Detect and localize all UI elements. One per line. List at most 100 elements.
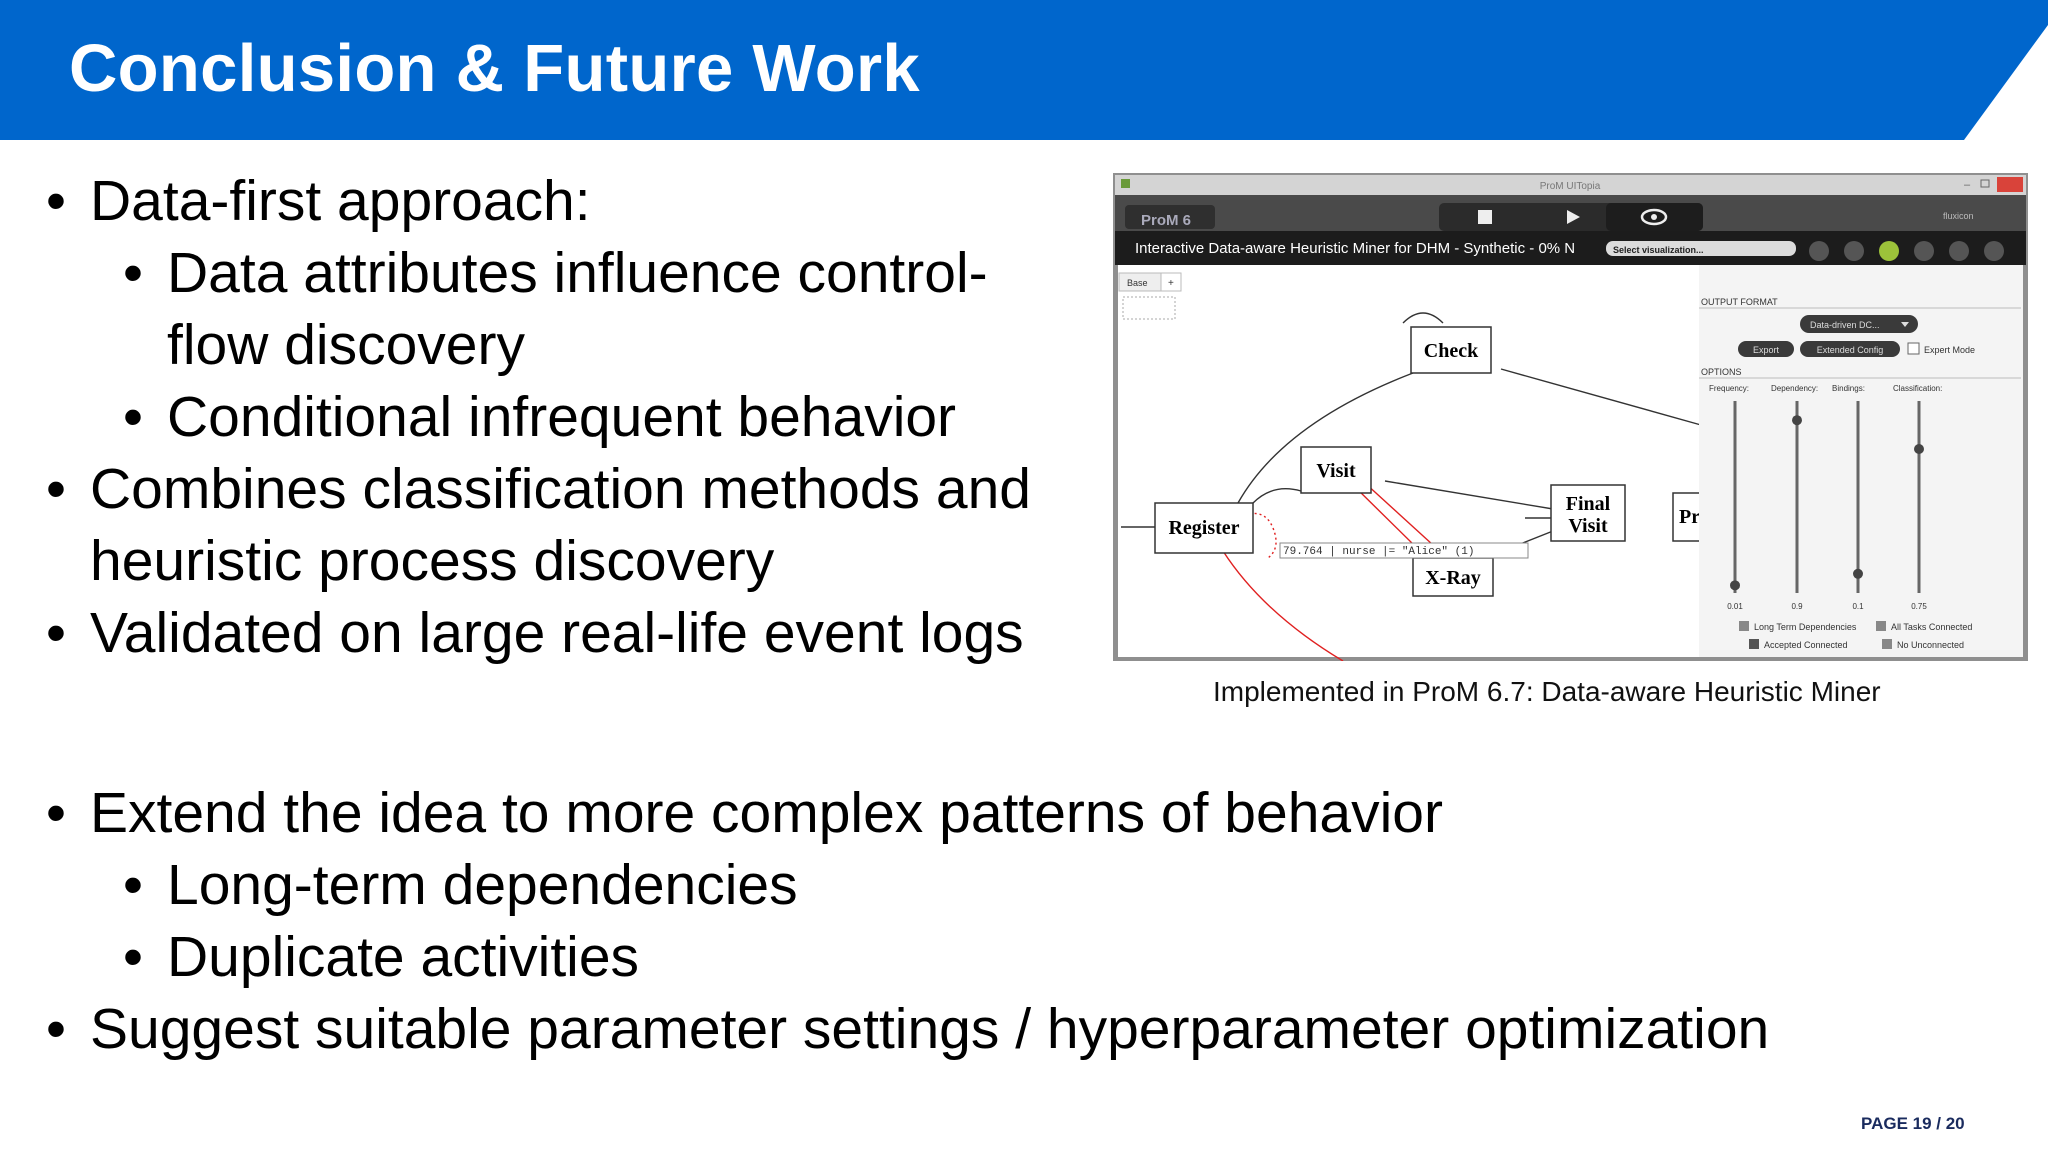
bullet-glyph: • — [123, 241, 143, 305]
grid-icon[interactable] — [1984, 241, 2004, 261]
slider-label: Frequency: — [1709, 384, 1749, 393]
fluxicon-logo: fluxicon — [1943, 211, 1974, 221]
base-tab-label: Base — [1127, 278, 1148, 288]
eye-icon[interactable] — [1640, 208, 1668, 226]
graph-edges-red — [1222, 482, 1434, 662]
edge-check-out — [1500, 368, 1702, 426]
expert-mode-label: Expert Mode — [1924, 345, 1975, 355]
slider-value: 0.01 — [1727, 602, 1743, 611]
window-title: ProM UITopia — [1540, 181, 1601, 192]
refresh-icon[interactable] — [1809, 241, 1829, 261]
all-tasks-checkbox[interactable] — [1876, 621, 1886, 631]
bullet-text: Data attributes influence control- — [167, 241, 988, 305]
bullet-text: heuristic process discovery — [90, 529, 775, 593]
maximize-icon[interactable] — [1980, 179, 1990, 188]
drop-icon[interactable] — [1844, 241, 1864, 261]
guard-box — [1279, 542, 1529, 559]
node-check[interactable] — [1410, 326, 1492, 374]
accepted-checkbox[interactable] — [1749, 639, 1759, 649]
options-heading: OPTIONS — [1701, 367, 1742, 377]
subbullet-duplicate: • Duplicate activities — [123, 921, 640, 993]
edge-visit-final — [1384, 480, 1554, 510]
node-xray-label: X-Ray — [1425, 567, 1481, 589]
slider-knob[interactable] — [1730, 580, 1740, 591]
long-term-checkbox[interactable] — [1739, 621, 1749, 631]
slider-knob[interactable] — [1853, 568, 1863, 579]
export-button[interactable] — [1738, 341, 1794, 357]
guard-label: 79.764 | nurse |= "Alice" (1) — [1283, 546, 1474, 558]
tab-caption-bar — [1115, 231, 2026, 265]
node-final-visit[interactable] — [1550, 484, 1626, 542]
node-check-label: Check — [1424, 340, 1479, 362]
all-tasks-label: All Tasks Connected — [1891, 622, 1972, 632]
accepted-label: Accepted Connected — [1764, 640, 1848, 650]
figure-caption: Implemented in ProM 6.7: Data-aware Heur… — [1213, 676, 1881, 707]
slider-knob[interactable] — [1792, 415, 1802, 426]
slider-label: Dependency: — [1771, 384, 1818, 393]
bullet-validated: • Validated on large real-life event log… — [46, 597, 1024, 669]
add-tab-button[interactable] — [1160, 272, 1182, 292]
node-register[interactable] — [1154, 502, 1254, 554]
slider-value: 0.75 — [1911, 602, 1927, 611]
graph-edges — [1121, 312, 1702, 567]
export-button-label: Export — [1753, 345, 1780, 355]
close-icon[interactable] — [1997, 177, 2023, 192]
bullet-glyph: • — [123, 853, 143, 917]
workspace-icon[interactable] — [1478, 210, 1492, 224]
tab-caption: Interactive Data-aware Heuristic Miner f… — [1135, 240, 1575, 257]
header-band: Conclusion & Future Work — [0, 0, 2048, 140]
bullet-text: Long-term dependencies — [167, 853, 798, 917]
bullet-glyph: • — [46, 169, 66, 233]
bullet-glyph: • — [46, 601, 66, 665]
page-number: PAGE 19 / 20 — [1861, 1114, 1965, 1133]
prom-app-icon — [1121, 179, 1130, 188]
extended-config-label: Extended Config — [1817, 345, 1884, 355]
chevron-down-icon — [1901, 322, 1909, 327]
bullet-text: Duplicate activities — [167, 925, 640, 989]
bullet-glyph: • — [46, 781, 66, 845]
bullet-text: Combines classification methods and — [90, 457, 1031, 521]
edge-register-check — [1237, 372, 1414, 504]
node-register-label: Register — [1168, 517, 1239, 539]
node-visit[interactable] — [1300, 446, 1372, 494]
slider-knob[interactable] — [1914, 444, 1924, 454]
bullet-extend: • Extend the idea to more complex patter… — [46, 777, 1443, 849]
node-visit-label: Visit — [1316, 460, 1356, 482]
bullet-text: Data-first approach: — [90, 169, 591, 233]
bullet-glyph: • — [123, 925, 143, 989]
extended-config-button[interactable] — [1800, 341, 1900, 357]
copy-icon[interactable] — [1949, 241, 1969, 261]
window-titlebar — [1115, 175, 2026, 195]
play-icon[interactable] — [1567, 210, 1580, 224]
slider-label: Bindings: — [1832, 384, 1865, 393]
unconnected-checkbox[interactable] — [1882, 639, 1892, 649]
long-term-label: Long Term Dependencies — [1754, 622, 1857, 632]
node-xray[interactable] — [1412, 557, 1494, 597]
bullet-suggest: • Suggest suitable parameter settings / … — [46, 993, 1770, 1065]
graph-nodes: Check Visit Register Final Visit X-Ray P… — [1154, 326, 1714, 597]
format-select[interactable] — [1800, 315, 1918, 333]
slider-value: 0.9 — [1791, 602, 1803, 611]
node-final-visit-label-1: Final — [1566, 493, 1611, 515]
slide-title: Conclusion & Future Work — [69, 31, 920, 106]
favorite-star-icon[interactable] — [1879, 241, 1899, 261]
bullet-data-first: • Data-first approach: — [46, 165, 591, 237]
add-tab-label: + — [1168, 278, 1174, 289]
subbullet-data-attributes: • Data attributes influence control- — [123, 237, 988, 309]
prom-screenshot: ProM UITopia – ProM 6 fluxicon Interacti… — [1113, 173, 2028, 662]
expert-mode-checkbox[interactable] — [1907, 342, 1920, 355]
format-select-label: Data-driven DC... — [1810, 320, 1880, 330]
bullet-text: Conditional infrequent behavior — [167, 385, 957, 449]
bullet-text: Suggest suitable parameter settings / hy… — [90, 997, 1770, 1061]
select-visualization[interactable] — [1606, 241, 1796, 256]
unconnected-label: No Unconnected — [1897, 640, 1964, 650]
header-band-shape — [0, 0, 2048, 140]
node-final-visit-label-2: Visit — [1568, 515, 1608, 537]
minimize-icon[interactable]: – — [1964, 179, 1971, 191]
node-partial-label: Pr — [1679, 506, 1700, 528]
minimap[interactable] — [1122, 296, 1176, 320]
bullet-glyph: • — [123, 385, 143, 449]
run-icon[interactable] — [1914, 241, 1934, 261]
bullet-combines: • Combines classification methods and — [46, 453, 1031, 525]
subbullet-conditional: • Conditional infrequent behavior — [123, 381, 957, 453]
